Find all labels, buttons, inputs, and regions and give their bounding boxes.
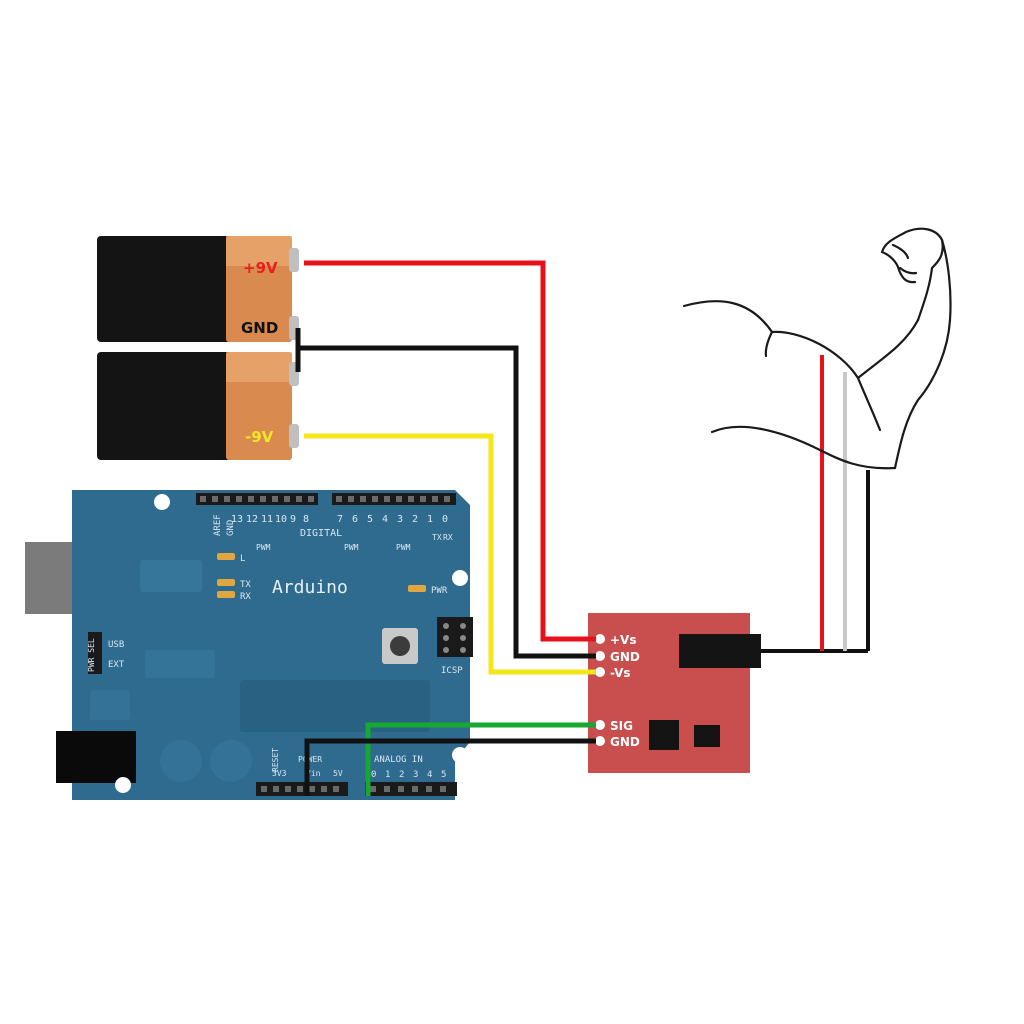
arduino-board: ICSP AREF GND 13 12 11 10 9 8 7 6 5 4 3 …	[25, 490, 473, 800]
digital-pin-label: 13	[231, 514, 243, 525]
arduino-logo-text: Arduino	[272, 577, 348, 598]
usb-label: USB	[108, 640, 124, 650]
pin-label-gnd: GND	[610, 650, 640, 664]
digital-pin-label: 7	[337, 514, 343, 525]
digital-pin-label: 1	[427, 514, 433, 525]
digital-pin-label: 12	[246, 514, 258, 525]
tx-pin-label: TX	[432, 533, 442, 542]
digital-pin-label: 9	[290, 514, 296, 525]
pin-hole	[595, 667, 605, 677]
pwm-label: PWM	[256, 543, 271, 552]
led-rx	[217, 591, 235, 598]
gnd-top-label: GND	[226, 520, 236, 536]
digital-pin-label: 4	[382, 514, 388, 525]
v5-label: 5V	[333, 769, 343, 778]
analog-in-label: ANALOG IN	[374, 755, 423, 765]
power-label: POWER	[298, 755, 322, 764]
battery-minus9v-label: -9V	[245, 428, 274, 446]
battery-top: +9V GND	[97, 236, 299, 342]
analog-pin-label: 3	[413, 770, 418, 780]
analog-pin-label: 2	[399, 770, 404, 780]
led-pwr	[408, 585, 426, 592]
electrode-jack	[679, 634, 761, 668]
analog-pin-label: 0	[371, 770, 376, 780]
v33-label: 3V3	[272, 769, 287, 778]
muscle-sensor-board: +Vs GND -Vs SIG GND	[588, 613, 761, 773]
wire-gnd-power	[300, 345, 596, 659]
mounting-hole	[452, 747, 468, 763]
mounting-hole	[115, 777, 131, 793]
analog-pin-label: 4	[427, 770, 432, 780]
digital-pin-label: 10	[275, 514, 287, 525]
digital-pin-label: 11	[261, 514, 273, 525]
pin-label-minus-vs: -Vs	[610, 666, 631, 680]
pin-label-plus-vs: +Vs	[610, 633, 636, 647]
battery-gnd-label: GND	[241, 319, 278, 337]
digital-pin-label: 6	[352, 514, 358, 525]
digital-pin-label: 8	[303, 514, 309, 525]
vin-label: Vin	[306, 769, 321, 778]
wire-gnd-signal	[304, 738, 596, 796]
pin-label-sig: SIG	[610, 719, 633, 733]
icsp-label: ICSP	[441, 666, 463, 676]
wire-signal	[365, 722, 596, 796]
wire-minus-vs	[304, 433, 596, 675]
analog-pin-label: 1	[385, 770, 390, 780]
pin-hole	[595, 634, 605, 644]
led-rx-label: RX	[240, 592, 251, 602]
pwr-sel-jumper[interactable]	[88, 632, 102, 674]
battery-terminal-positive	[289, 248, 299, 272]
ic-chip	[694, 725, 720, 747]
pin-label-gnd-signal: GND	[610, 735, 640, 749]
digital-pin-label: 5	[367, 514, 373, 525]
pwm-label: PWM	[396, 543, 411, 552]
pin-hole	[595, 736, 605, 746]
microcontroller-chip	[240, 680, 430, 732]
pin-hole	[595, 720, 605, 730]
icsp-header	[437, 617, 473, 657]
battery-terminal-negative	[289, 424, 299, 448]
flexed-arm-illustration	[682, 227, 952, 470]
pin-hole	[595, 651, 605, 661]
battery-plus9v-label: +9V	[243, 259, 278, 277]
led-l	[217, 553, 235, 560]
battery-bottom: -9V	[97, 352, 299, 460]
rx-pin-label: RX	[443, 533, 453, 542]
pwr-sel-label: PWR SEL	[87, 638, 96, 672]
reset-pin-label: RESET	[271, 748, 280, 772]
mounting-hole	[452, 570, 468, 586]
led-tx	[217, 579, 235, 586]
digital-pin-label: 0	[442, 514, 448, 525]
ic-chip	[649, 720, 679, 750]
led-tx-label: TX	[240, 580, 251, 590]
aref-label: AREF	[213, 514, 223, 536]
ext-label: EXT	[108, 660, 125, 670]
wire-plus-vs	[304, 260, 596, 642]
mounting-hole	[154, 494, 170, 510]
digital-pin-label: 2	[412, 514, 418, 525]
pwm-label: PWM	[344, 543, 359, 552]
led-pwr-label: PWR	[431, 586, 448, 596]
analog-header	[365, 782, 457, 796]
digital-label: DIGITAL	[300, 528, 342, 539]
power-jack	[56, 731, 136, 783]
led-l-label: L	[240, 554, 245, 564]
digital-pin-label: 3	[397, 514, 403, 525]
analog-pin-label: 5	[441, 770, 446, 780]
